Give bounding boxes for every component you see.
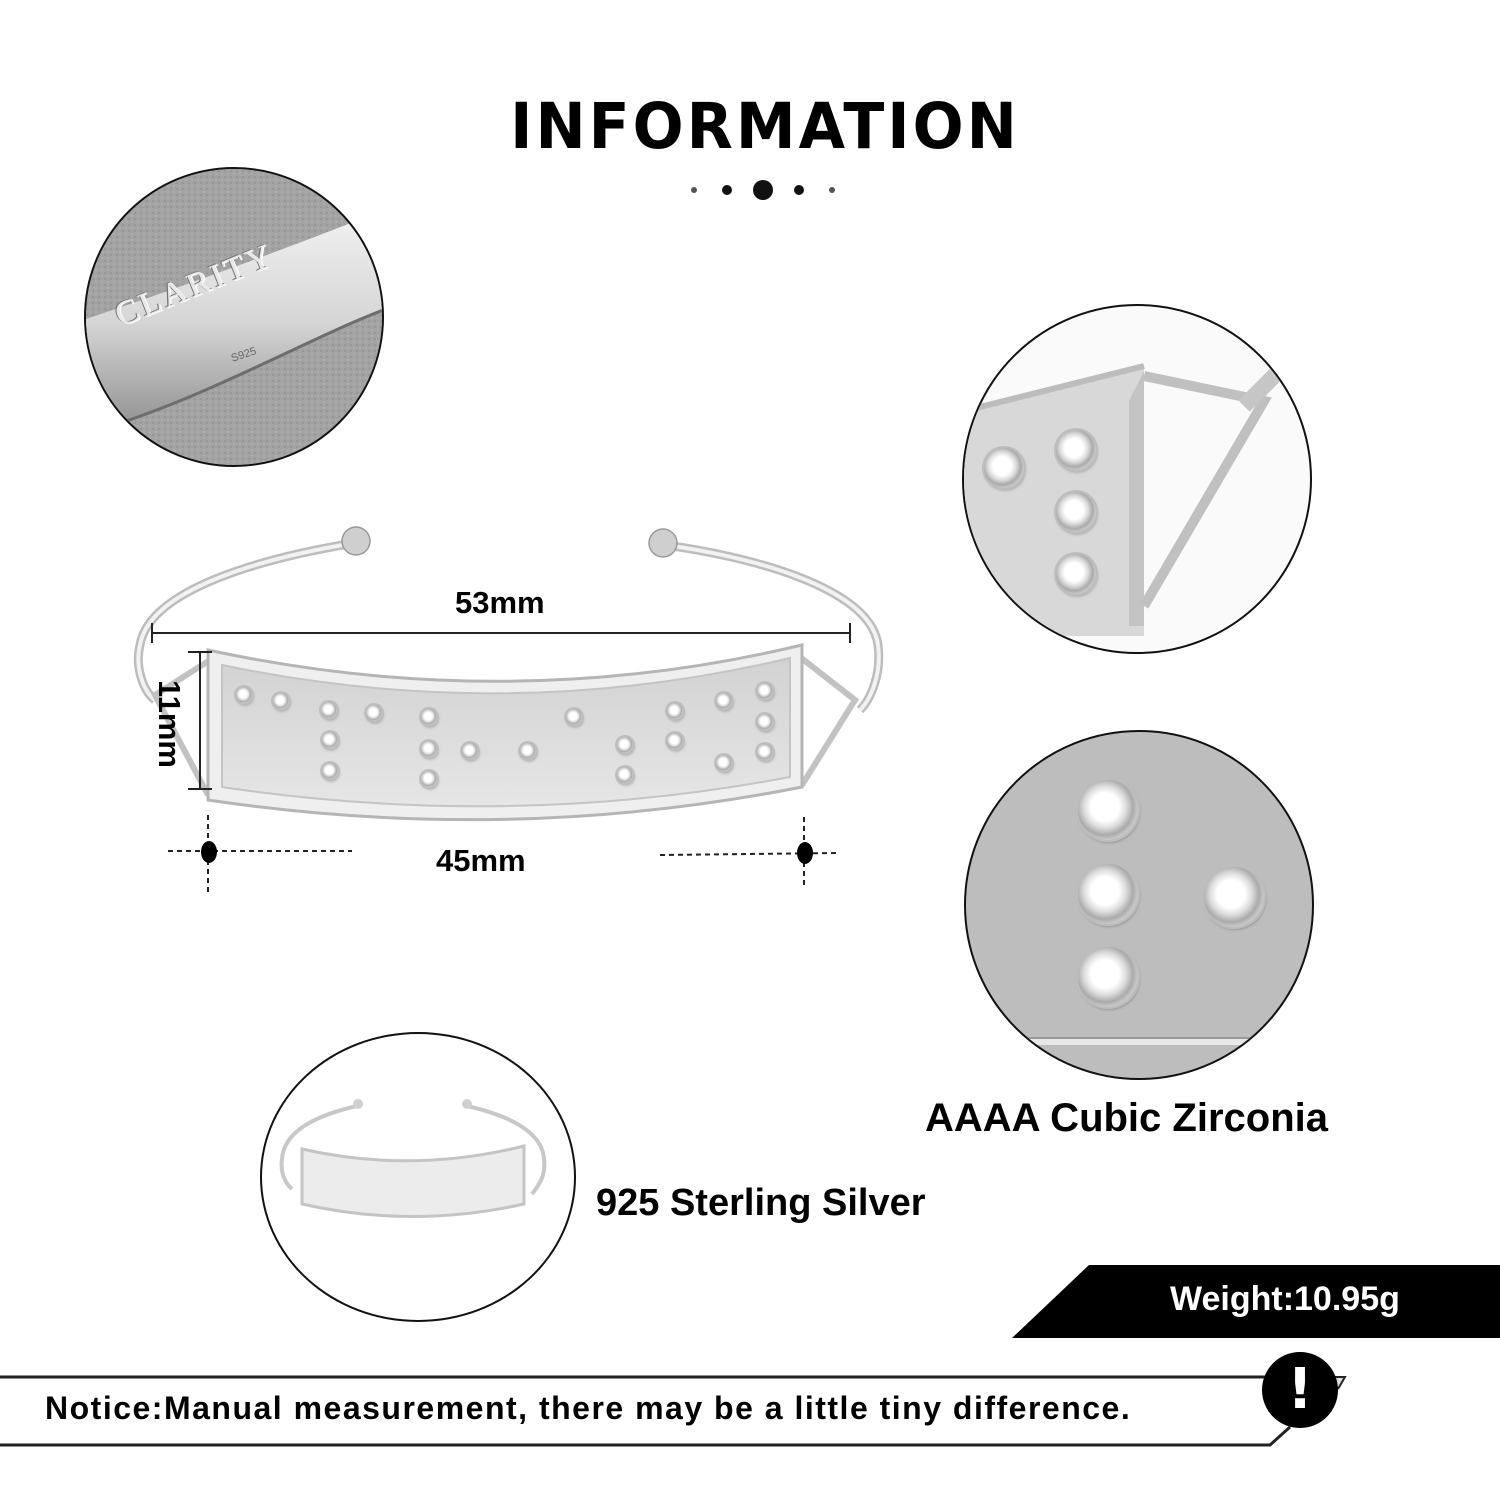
bracelet-dimension-diagram [130, 515, 910, 915]
side-detail-image [962, 304, 1312, 654]
weight-label: Weight:10.95g [1170, 1280, 1400, 1318]
notice-bar [0, 1375, 1347, 1447]
notice-text: Notice:Manual measurement, there may be … [45, 1390, 1132, 1426]
stone-detail-image [964, 730, 1314, 1080]
stones-label: AAAA Cubic Zirconia [925, 1096, 1328, 1140]
material-label: 925 Sterling Silver [596, 1182, 926, 1224]
decorative-dots [688, 180, 838, 200]
engraving-detail-image: CLARITY S925 [84, 167, 384, 467]
dimension-height: 11mm [151, 680, 187, 768]
full-bracelet-image [260, 1032, 576, 1322]
exclamation-icon: ! [1262, 1352, 1338, 1428]
dimension-length-top: 53mm [455, 585, 545, 620]
dimension-length-bottom: 45mm [436, 843, 526, 878]
page-title: INFORMATION [510, 90, 1020, 164]
weight-banner [1012, 1265, 1500, 1338]
